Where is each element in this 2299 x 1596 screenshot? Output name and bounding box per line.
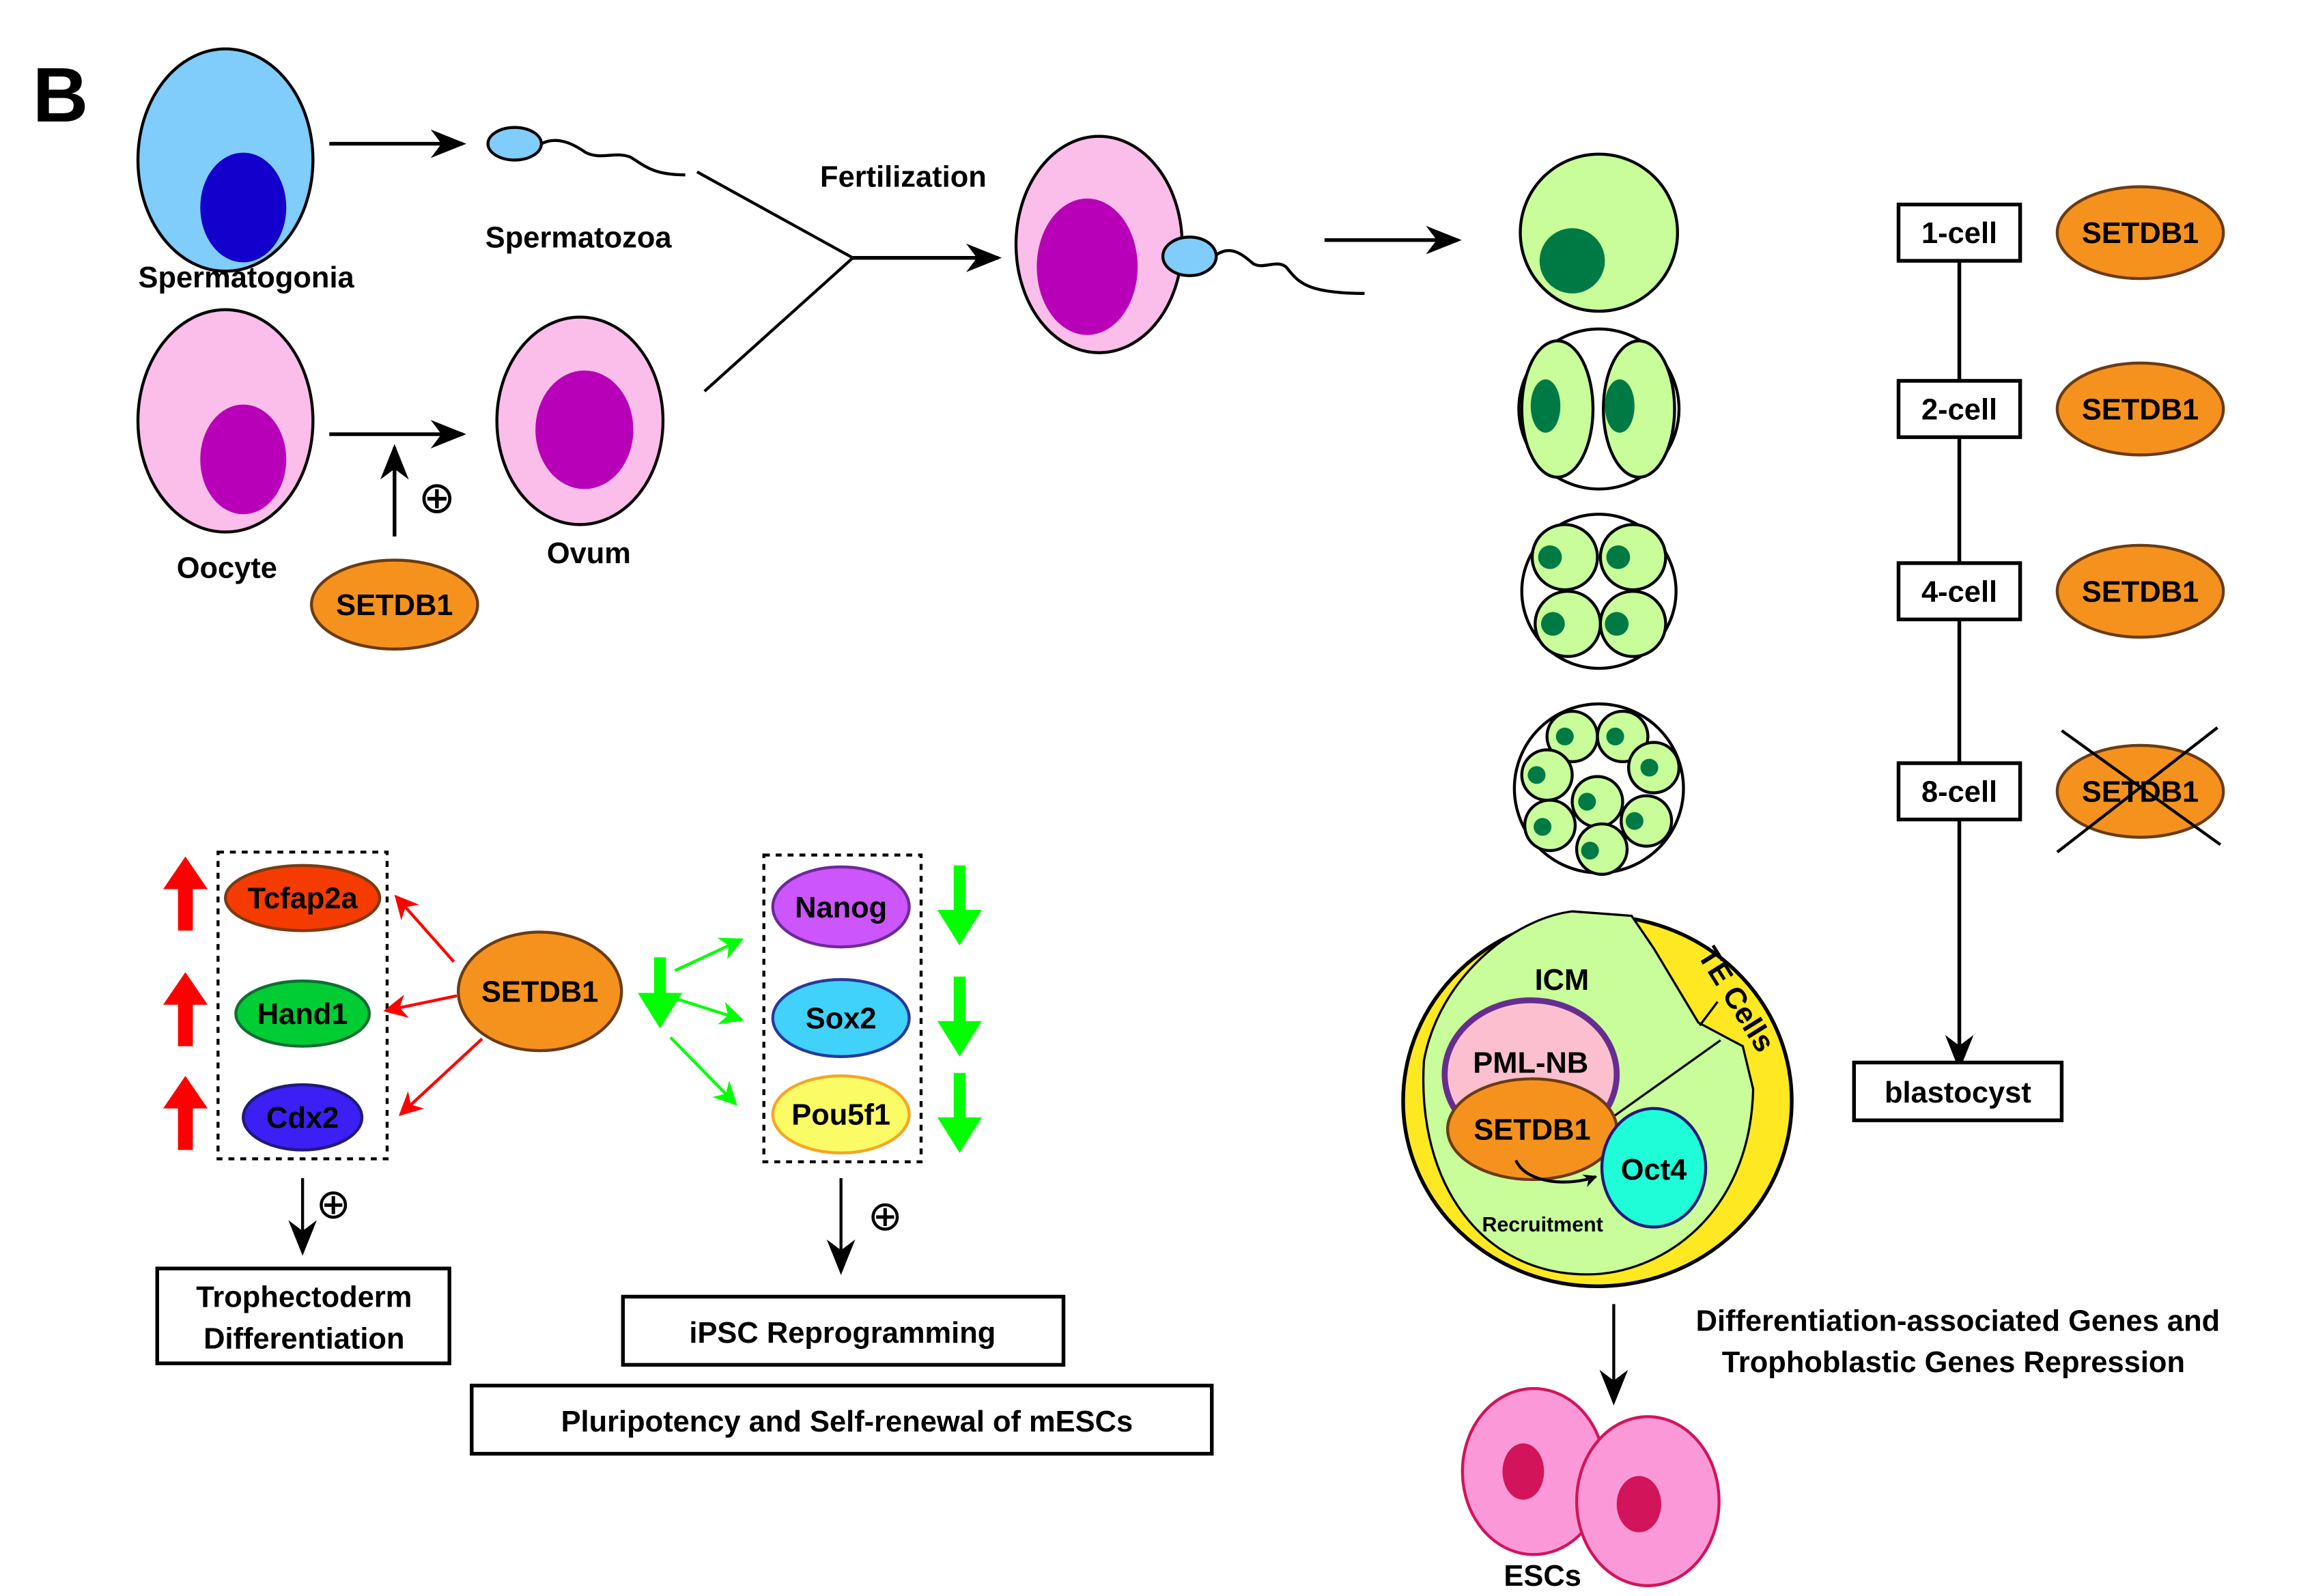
stage-label: 8-cell bbox=[1921, 775, 1997, 808]
panel-label: B bbox=[33, 52, 89, 138]
ipsc-reprogramming-label: iPSC Reprogramming bbox=[689, 1317, 996, 1350]
escs-cells bbox=[1461, 1386, 1721, 1587]
green-down-arrow-icon bbox=[937, 865, 983, 945]
ipsc-reprogramming-box bbox=[621, 1294, 1066, 1367]
setdb1-stage-label: SETDB1 bbox=[2082, 775, 2199, 808]
stage-box bbox=[1896, 761, 2022, 822]
blastocyst-box bbox=[1852, 1060, 2064, 1122]
oocyte-label: Oocyte bbox=[177, 552, 277, 585]
green-arrow-sox2 bbox=[675, 997, 744, 1025]
repression-text-line1: Differentiation-associated Genes and bbox=[1696, 1305, 2220, 1337]
blastocyst-label: blastocyst bbox=[1885, 1077, 2031, 1109]
join-line-ovum bbox=[703, 257, 854, 393]
join-line-sperm bbox=[696, 170, 854, 259]
stage-row: 4-cell SETDB1 bbox=[1896, 543, 2225, 639]
embryo-1-cell bbox=[1519, 152, 1679, 313]
oocyte-cell bbox=[136, 308, 315, 534]
pluripotency-box bbox=[470, 1384, 1214, 1456]
spermatozoa-cell bbox=[486, 126, 686, 177]
red-arrow-cdx2 bbox=[398, 1038, 483, 1116]
red-arrow-hand1 bbox=[383, 994, 457, 1018]
setdb1-stage-label: SETDB1 bbox=[2082, 393, 2199, 426]
icm-label: ICM bbox=[1535, 964, 1590, 997]
gene-label: Cdx2 bbox=[266, 1102, 339, 1135]
gene-node-pou5f1: Pou5f1 bbox=[771, 1074, 911, 1155]
green-down-arrow-icon bbox=[937, 976, 983, 1057]
setdb1-label: SETDB1 bbox=[336, 589, 453, 622]
ovum-cell bbox=[495, 315, 665, 526]
red-up-arrow-icon bbox=[163, 856, 208, 931]
stage-label: 2-cell bbox=[1921, 393, 1997, 426]
cross-out-icon bbox=[2056, 726, 2218, 853]
stage-row: 1-cell SETDB1 bbox=[1896, 185, 2225, 281]
spermatogonia-label: Spermatogonia bbox=[139, 261, 355, 294]
setdb1-blastocyst-label: SETDB1 bbox=[1473, 1113, 1590, 1146]
setdb1-stage-node bbox=[2055, 361, 2225, 457]
gene-node-nanog: Nanog bbox=[771, 865, 911, 949]
red-up-arrow-icon bbox=[163, 1076, 208, 1150]
gene-label: Nanog bbox=[795, 892, 887, 924]
plus-icon-left: ⊕ bbox=[316, 1180, 351, 1227]
gene-label: Hand1 bbox=[257, 998, 348, 1031]
green-arrow-pou5f1 bbox=[669, 1036, 737, 1106]
gene-node-hand1: Hand1 bbox=[234, 979, 371, 1048]
stage-label: 4-cell bbox=[1921, 575, 1997, 608]
recruitment-label: Recruitment bbox=[1482, 1213, 1603, 1236]
gene-label: Sox2 bbox=[806, 1003, 877, 1036]
setdb1-stage-label: SETDB1 bbox=[2082, 217, 2199, 250]
setdb1-stage-label: SETDB1 bbox=[2082, 575, 2199, 608]
downregulated-genes-box bbox=[762, 853, 923, 1164]
oct4-label: Oct4 bbox=[1621, 1154, 1687, 1186]
repression-text-line2: Trophoblastic Genes Repression bbox=[1722, 1346, 2185, 1379]
setdb1-center-label: SETDB1 bbox=[481, 976, 598, 1009]
stage-row: 2-cell SETDB1 bbox=[1896, 361, 2225, 457]
setdb1-center-node: SETDB1 bbox=[457, 930, 623, 1053]
stage-row: 8-cell SETDB1 bbox=[1896, 726, 2225, 853]
plus-icon: ⊕ bbox=[419, 472, 456, 522]
green-down-arrow-icon bbox=[937, 1072, 983, 1153]
setdb1-stage-node bbox=[2055, 743, 2225, 839]
trophectoderm-box bbox=[155, 1266, 451, 1365]
gene-node-sox2: Sox2 bbox=[771, 978, 911, 1058]
stage-box bbox=[1896, 379, 2022, 440]
blastocyst-diagram: ICM PML-NB SETDB1 Oct4 Recruitment TE Ce… bbox=[1401, 910, 1794, 1289]
trophectoderm-label-line2: Differentiation bbox=[203, 1322, 404, 1355]
escs-label: ESCs bbox=[1504, 1560, 1581, 1593]
fertilization-label: Fertilization bbox=[820, 161, 987, 194]
inhibition-bar bbox=[1699, 1001, 1719, 1027]
trophectoderm-label-line1: Trophectoderm bbox=[196, 1281, 412, 1314]
gene-node-cdx2: Cdx2 bbox=[242, 1083, 364, 1152]
stage-box bbox=[1896, 202, 2022, 263]
pluripotency-label: Pluripotency and Self-renewal of mESCs bbox=[561, 1406, 1133, 1438]
setdb1-node-oocyte: SETDB1 bbox=[310, 558, 479, 651]
embryo-2-cell bbox=[1517, 327, 1681, 491]
setdb1-stage-node bbox=[2055, 543, 2225, 639]
spermatogonia-cell bbox=[136, 47, 315, 273]
stage-box bbox=[1896, 561, 2022, 622]
red-up-arrow-icon bbox=[163, 972, 208, 1046]
gene-node-tcfap2a: Tcfap2a bbox=[224, 864, 382, 932]
setdb1-stage-node bbox=[2055, 185, 2225, 281]
gene-label: Pou5f1 bbox=[791, 1099, 890, 1132]
embryo-8-cell bbox=[1512, 702, 1685, 876]
zygote-cell bbox=[1014, 134, 1365, 354]
embryo-4-cell bbox=[1520, 513, 1678, 670]
green-arrow-nanog bbox=[674, 937, 744, 972]
ovum-label: Ovum bbox=[547, 537, 631, 570]
pml-nb-label: PML-NB bbox=[1473, 1047, 1588, 1080]
stage-label: 1-cell bbox=[1921, 217, 1997, 250]
green-down-arrow-center bbox=[638, 957, 683, 1029]
red-arrow-tcfap2a bbox=[394, 894, 455, 963]
spermatozoa-label: Spermatozoa bbox=[485, 222, 673, 255]
gene-label: Tcfap2a bbox=[248, 883, 358, 915]
plus-icon-right: ⊕ bbox=[868, 1193, 903, 1239]
